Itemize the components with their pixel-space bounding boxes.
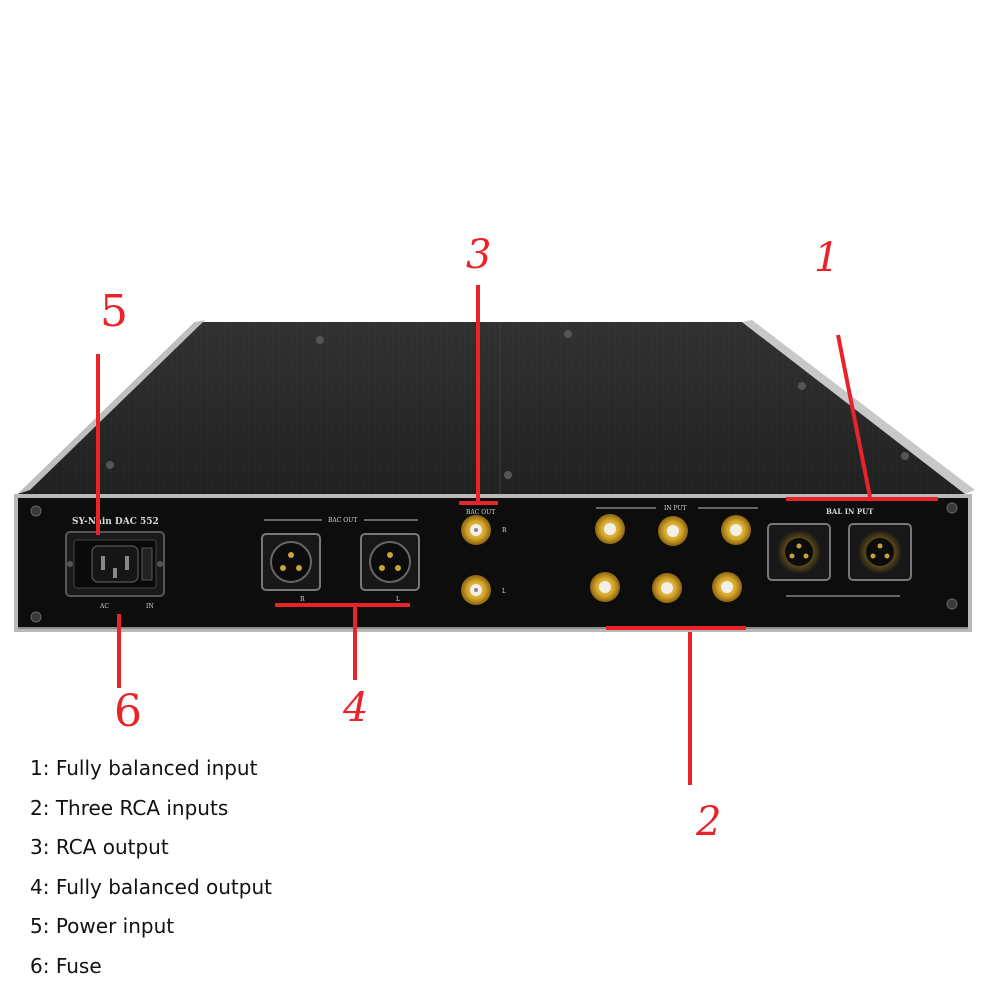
rca-input-2 [652, 516, 688, 603]
callout-number-5: 5 [100, 286, 128, 337]
callout-number-3: 3 [466, 232, 492, 278]
in-label: IN [146, 603, 154, 610]
model-label: SY-Nain DAC 552 [72, 517, 159, 527]
screw-icon [30, 505, 42, 517]
ac-label: AC [99, 603, 109, 610]
xlr-input-right [767, 523, 831, 581]
callout-line-1 [836, 334, 872, 498]
rca-in-label: IN PUT [664, 505, 687, 512]
rca-output-left [461, 575, 491, 605]
legend-item: 6: Fuse [30, 953, 102, 978]
xlr-output-right [261, 533, 321, 591]
rear-panel: SY-Nain DAC 552 AC IN BAC OUT [14, 494, 972, 632]
bal-out-r-label: R [300, 596, 305, 603]
legend-item: 1: Fully balanced input [30, 756, 258, 780]
rca-input-1 [590, 514, 625, 602]
rca-input-3 [712, 515, 751, 602]
screw-icon [316, 336, 324, 344]
screw-icon [504, 471, 512, 479]
chassis-left-rim [18, 320, 205, 494]
screw-icon [946, 502, 958, 514]
screw-icon [564, 330, 572, 338]
callout-number-1: 1 [814, 235, 840, 281]
screw-icon [946, 598, 958, 610]
legend-item: 4: Fully balanced output [30, 874, 272, 899]
bal-out-label: BAC OUT [328, 517, 357, 524]
chassis [18, 320, 975, 494]
bal-in-label: BAL IN PUT [826, 507, 874, 516]
rca-out-r-label: R [502, 527, 507, 534]
screw-icon [30, 611, 42, 623]
ac-power-inlet [65, 531, 165, 597]
rca-out-label: BAC OUT [466, 509, 495, 516]
chassis-right-rim [742, 320, 975, 494]
callout-number-2: 2 [696, 799, 722, 845]
fuse-holder [141, 547, 153, 581]
xlr-input-left [848, 523, 912, 581]
screw-icon [798, 382, 806, 390]
legend-item: 5: Power input [30, 914, 175, 938]
legend-item: 2: Three RCA inputs [30, 795, 229, 820]
bal-out-l-label: L [396, 596, 400, 603]
legend-item: 3: RCA output [30, 835, 169, 859]
rca-out-l-label: L [502, 588, 506, 595]
callout-lines [96, 285, 938, 785]
screw-icon [901, 452, 909, 460]
legend-list: 1: Fully balanced input 2: Three RCA inp… [30, 756, 272, 993]
callout-number-6: 6 [114, 686, 142, 737]
rca-output-right [461, 515, 491, 545]
xlr-output-left [360, 533, 420, 591]
screw-icon [106, 461, 114, 469]
callout-number-4: 4 [343, 685, 369, 731]
